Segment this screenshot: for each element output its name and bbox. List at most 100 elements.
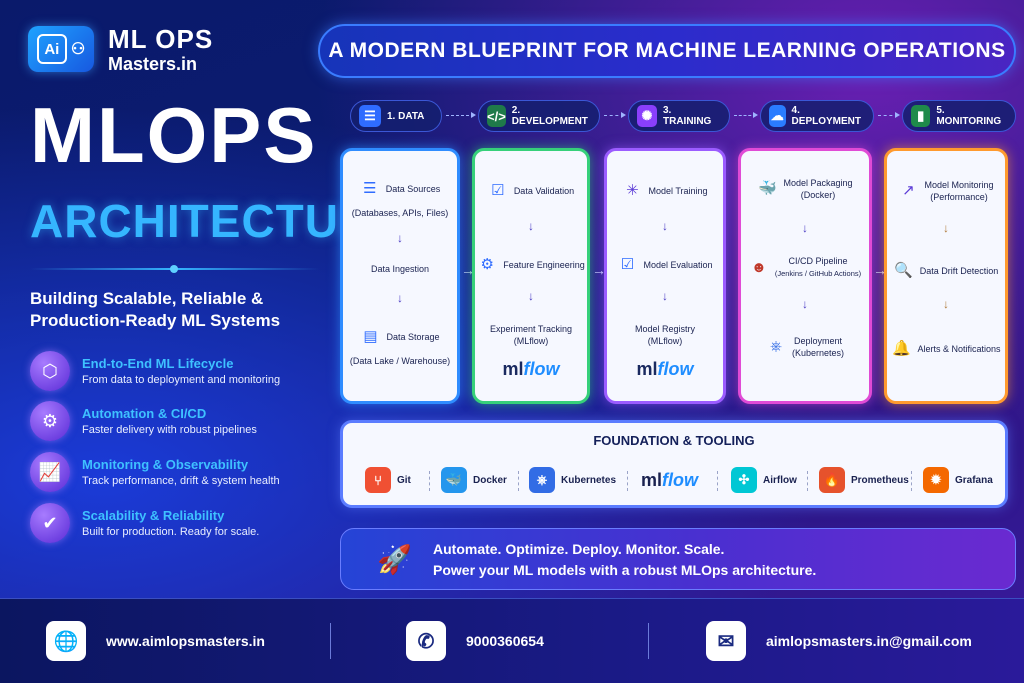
bar-chart-icon: ▮ — [911, 105, 931, 127]
tool-docker: 🐳Docker — [441, 465, 507, 495]
step-model-registry: Model Registry (MLflow) — [607, 323, 723, 347]
stage-arrow — [604, 112, 626, 118]
step-model-packaging: 🐳Model Packaging(Docker) — [741, 177, 869, 201]
column-training: ✳Model Training ↓ ☑Model Evaluation ↓ Mo… — [604, 148, 726, 404]
database-icon: ☰ — [363, 180, 377, 197]
gear-icon: ⚙ — [30, 401, 70, 441]
step-label: Deployment — [793, 336, 843, 346]
website-link[interactable]: www.aimlopsmasters.in — [106, 633, 265, 649]
tool-label: Grafana — [955, 474, 993, 486]
email-link[interactable]: aimlopsmasters.in@gmail.com — [766, 633, 972, 649]
docker-icon: 🐳 — [758, 180, 777, 197]
mlflow-logo: mlflow — [475, 359, 587, 380]
tool-label: Airflow — [763, 474, 797, 486]
footer-phone[interactable]: ✆ 9000360654 — [406, 621, 544, 661]
mlflow-logo: mlflow — [607, 359, 723, 380]
stage-arrow — [446, 112, 476, 118]
magnifier-icon: 🔍 — [894, 262, 914, 279]
step-label: Experiment Tracking — [489, 324, 573, 334]
down-arrow-icon: ↓ — [802, 221, 808, 235]
down-arrow-icon: ↓ — [397, 231, 403, 245]
cta-line1: Automate. Optimize. Deploy. Monitor. Sca… — [433, 541, 725, 557]
stage-pill-training: ✺3. TRAINING — [628, 100, 730, 132]
step-experiment-tracking: Experiment Tracking (MLflow) — [475, 323, 587, 347]
step-model-training: ✳Model Training — [607, 181, 723, 201]
tool-label: Docker — [473, 474, 507, 486]
step-detail: (Kubernetes) — [791, 348, 845, 358]
step-data-sources: ☰Data Sources (Databases, APIs, Files) — [343, 179, 457, 219]
divider — [807, 471, 808, 491]
logo-part: ml — [641, 469, 663, 490]
down-arrow-icon: ↓ — [528, 289, 534, 303]
step-data-storage: ▤Data Storage (Data Lake / Warehouse) — [343, 327, 457, 367]
step-detail: (Databases, APIs, Files) — [351, 208, 449, 218]
down-arrow-icon: ↓ — [662, 289, 668, 303]
logo-chip: Ai — [36, 34, 67, 64]
stage-label: 2. DEVELOPMENT — [511, 105, 588, 127]
logo-text-line2: Masters.in — [108, 54, 198, 74]
feature-desc: Built for production. Ready for scale. — [82, 526, 260, 538]
divider — [429, 471, 430, 491]
logo-part: ml — [502, 359, 524, 379]
divider — [518, 471, 519, 491]
git-icon: ⑂ — [365, 467, 391, 493]
step-label: Feature Engineering — [503, 260, 585, 270]
globe-icon: 🌐 — [46, 621, 86, 661]
database-icon: ☰ — [359, 105, 381, 127]
feature-desc: Track performance, drift & system health — [82, 475, 280, 487]
divider — [648, 623, 649, 659]
column-development: ☑Data Validation ↓ ⚙Feature Engineering … — [472, 148, 590, 404]
tool-git: ⑂Git — [365, 465, 411, 495]
stage-arrow — [878, 112, 900, 118]
down-arrow-icon: ↓ — [662, 219, 668, 233]
footer-email[interactable]: ✉aimlopsmasters.in@gmail.com — [706, 621, 972, 661]
brain-icon: ✺ — [637, 105, 657, 127]
tool-grafana: ✹Grafana — [923, 465, 993, 495]
network-icon: ✳ — [626, 182, 639, 199]
storage-icon: ▤ — [363, 328, 378, 345]
phone-number[interactable]: 9000360654 — [466, 633, 544, 649]
brain-icon: ⚇ — [70, 41, 86, 58]
step-model-evaluation: ☑Model Evaluation — [607, 255, 723, 275]
stage-arrow — [734, 112, 758, 118]
trend-icon: ↗ — [902, 182, 915, 199]
logo-part: flow — [657, 359, 694, 379]
phone-icon: ✆ — [406, 621, 446, 661]
footer-website[interactable]: 🌐 www.aimlopsmasters.in — [46, 621, 265, 661]
down-arrow-icon: ↓ — [943, 221, 949, 235]
feature-title: Monitoring & Observability — [82, 457, 249, 472]
step-alerts: 🔔Alerts & Notifications — [887, 339, 1005, 359]
step-detail: (Jenkins / GitHub Actions) — [774, 269, 862, 278]
tool-prometheus: 🔥Prometheus — [819, 465, 909, 495]
foundation-title: FOUNDATION & TOOLING — [593, 433, 755, 448]
stage-pill-monitoring: ▮5. MONITORING — [902, 100, 1016, 132]
step-label: Data Ingestion — [370, 264, 430, 274]
step-label: Data Validation — [513, 186, 575, 196]
feature-desc: Faster delivery with robust pipelines — [82, 424, 257, 436]
feature-title: Automation & CI/CD — [82, 406, 207, 421]
rocket-icon: 🚀 — [377, 544, 412, 575]
down-arrow-icon: ↓ — [528, 219, 534, 233]
checklist-icon: ☑ — [491, 182, 505, 199]
feature-title: Scalability & Reliability — [82, 508, 225, 523]
shield-icon: ✔ — [30, 503, 70, 543]
column-deployment: 🐳Model Packaging(Docker) ↓ ☻CI/CD Pipeli… — [738, 148, 872, 404]
down-arrow-icon: ↓ — [802, 297, 808, 311]
foundation-panel: FOUNDATION & TOOLING ⑂Git 🐳Docker ⎈Kuber… — [340, 420, 1008, 508]
step-detail: (MLflow) — [513, 336, 549, 346]
step-data-validation: ☑ Data Validation — [475, 181, 587, 201]
tagline: Building Scalable, Reliable & Production… — [30, 289, 281, 330]
step-detail: (Performance) — [930, 192, 988, 202]
cta-banner: 🚀 Automate. Optimize. Deploy. Monitor. S… — [340, 528, 1016, 590]
feature-desc: From data to deployment and monitoring — [82, 374, 281, 386]
feature-automation: ⚙ Automation & CI/CD Faster delivery with… — [30, 398, 330, 444]
step-feature-engineering: ⚙Feature Engineering — [475, 255, 587, 275]
footer: 🌐 www.aimlopsmasters.in ✆ 9000360654 ✉aiml… — [0, 598, 1024, 683]
header-banner: A MODERN BLUEPRINT FOR MACHINE LEARNING … — [318, 24, 1016, 78]
logo-badge: Ai ⚇ — [28, 26, 94, 72]
tool-label: Prometheus — [851, 474, 909, 486]
page-title: MLOPS — [30, 91, 318, 179]
flow-arrow-icon: → — [873, 262, 887, 278]
clipboard-icon: ☑ — [620, 256, 635, 273]
divider-dot — [170, 265, 178, 273]
